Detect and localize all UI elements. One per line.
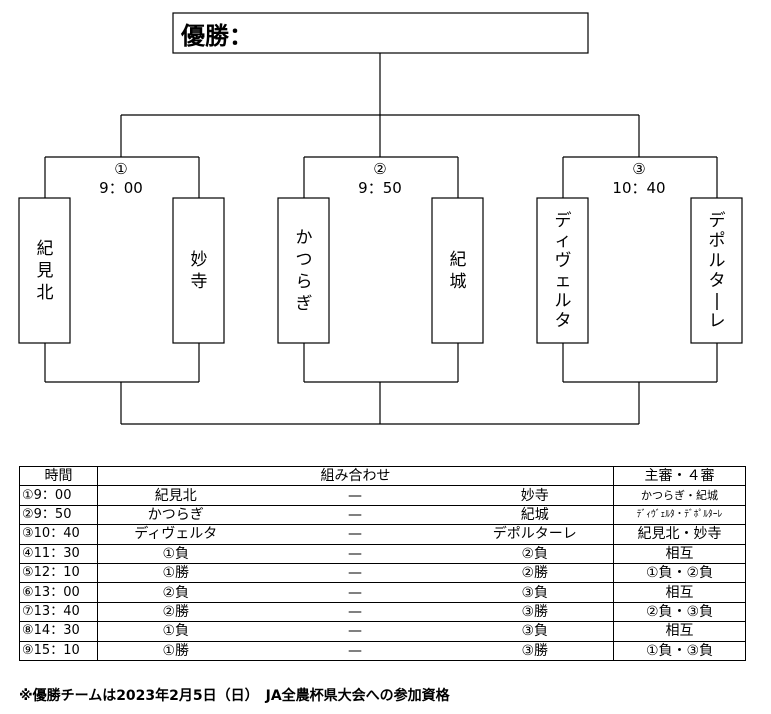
row-time: ⑤12：10 [19,562,98,584]
row-time: ②9：50 [19,504,98,526]
team-box-myoji [172,197,225,344]
row-home-team: かつらぎ [97,504,254,526]
row-dash: — [253,485,457,506]
row-time: ④11：30 [19,543,98,564]
match-1-time: 9：00 [99,179,143,197]
row-time: ⑧14：30 [19,621,98,642]
table-row: ⑦13：40 ②勝 — ③勝 ②負・③負 [19,601,747,623]
team-box-katsuragi [277,197,330,344]
row-dash: — [253,562,457,584]
row-referee: かつらぎ・紀城 [613,485,747,506]
row-referee: 相互 [613,543,747,564]
header-referee: 主審・４審 [613,465,747,487]
match-3-number: ③ [632,160,645,178]
row-home-team: ディヴェルタ [97,524,254,545]
row-time: ③10：40 [19,524,98,545]
match-1-number: ① [114,160,127,178]
table-row: ⑧14：30 ①負 — ③負 相互 [19,621,747,642]
match-3-time: 10：40 [612,179,665,197]
row-away-team: ③勝 [456,601,615,623]
qualification-footnote: ※優勝チームは2023年2月5日（日） JA全農杯県大会への参加資格 [19,688,450,704]
row-time: ①9：00 [19,485,98,506]
row-away-team: ②勝 [456,562,615,584]
row-referee: 相互 [613,582,747,603]
table-row: ④11：30 ①負 — ②負 相互 [19,543,747,564]
match-2-number: ② [373,160,386,178]
row-home-team: ②勝 [97,601,254,623]
row-home-team: ①負 [97,543,254,564]
table-row: ⑤12：10 ①勝 — ②勝 ①負・②負 [19,562,747,584]
row-referee: 紀見北・妙寺 [613,524,747,545]
row-dash: — [253,640,457,661]
team-name-myoji: 妙寺 [191,250,208,292]
row-time: ⑦13：40 [19,601,98,623]
table-row: ②9：50 かつらぎ — 紀城 ﾃﾞｨｳﾞｪﾙﾀ・ﾃﾞﾎﾟﾙﾀｰﾚ [19,504,747,526]
table-row: ③10：40 ディヴェルタ — デポルターレ 紀見北・妙寺 [19,524,747,545]
row-referee: 相互 [613,621,747,642]
team-name-diverta: ディヴェルタ [555,210,572,331]
row-referee: ﾃﾞｨｳﾞｪﾙﾀ・ﾃﾞﾎﾟﾙﾀｰﾚ [613,504,747,526]
row-dash: — [253,601,457,623]
row-time: ⑨15：10 [19,640,98,661]
row-away-team: 妙寺 [456,485,615,506]
row-referee: ①負・②負 [613,562,747,584]
row-home-team: ②負 [97,582,254,603]
row-time: ⑥13：00 [19,582,98,603]
table-header-row: 時間 組み合わせ 主審・４審 [19,465,747,487]
row-away-team: デポルターレ [456,524,615,545]
row-dash: — [253,524,457,545]
row-home-team: ①勝 [97,562,254,584]
row-home-team: ①勝 [97,640,254,661]
row-dash: — [253,582,457,603]
team-name-katsuragi: かつらぎ [296,228,313,314]
tournament-bracket: 優勝： ① 9：00 ② 9：50 ③ 10：40 紀見北 妙寺 かつらぎ 紀城… [18,12,743,425]
schedule-table: 時間 組み合わせ 主審・４審 ①9：00 紀見北 — 妙寺 かつらぎ・紀城 ②9… [19,465,747,661]
row-referee: ②負・③負 [613,601,747,623]
row-referee: ①負・③負 [613,640,747,661]
row-dash: — [253,543,457,564]
team-name-kijo: 紀城 [450,250,467,292]
header-time: 時間 [19,465,98,487]
row-away-team: ③負 [456,621,615,642]
header-matchup: 組み合わせ [96,465,615,487]
team-box-kijo [431,197,484,344]
bracket-lines [18,12,743,425]
team-name-deportare: デポルタ|レ [709,210,726,331]
match-2-time: 9：50 [358,179,402,197]
row-away-team: ③勝 [456,640,615,661]
row-dash: — [253,621,457,642]
row-away-team: 紀城 [456,504,615,526]
row-away-team: ②負 [456,543,615,564]
team-name-kimikita: 紀見北 [37,239,54,303]
row-away-team: ③負 [456,582,615,603]
row-dash: — [253,504,457,526]
table-row: ①9：00 紀見北 — 妙寺 かつらぎ・紀城 [19,485,747,506]
row-home-team: 紀見北 [97,485,254,506]
champion-label: 優勝： [180,22,253,50]
table-row: ⑨15：10 ①勝 — ③勝 ①負・③負 [19,640,747,661]
table-row: ⑥13：00 ②負 — ③負 相互 [19,582,747,603]
row-home-team: ①負 [97,621,254,642]
